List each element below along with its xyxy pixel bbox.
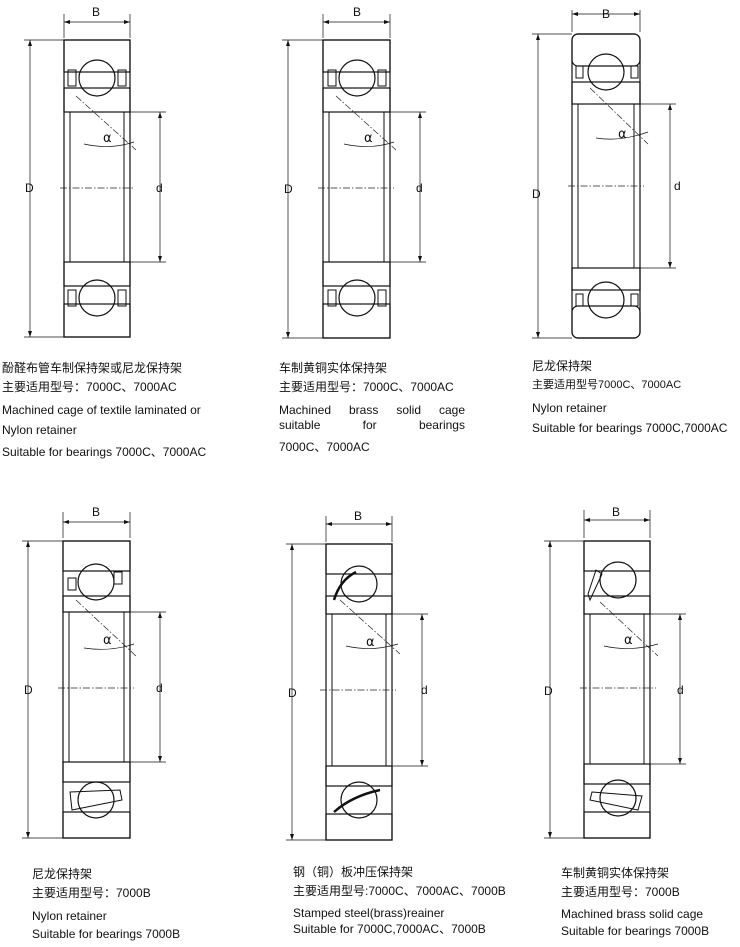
label-d: d bbox=[677, 683, 684, 697]
word: Machined bbox=[279, 403, 332, 417]
word: suitable bbox=[279, 418, 321, 432]
word: brass bbox=[349, 403, 379, 417]
caption-cn-title-6: 车制黄铜实体保持架 bbox=[561, 866, 670, 880]
caption-cn-title-1: 酚醛布管车制保持架或尼龙保持架 bbox=[2, 361, 183, 375]
caption-cn-title-2: 车制黄铜实体保持架 bbox=[279, 361, 388, 375]
label-alpha: α bbox=[103, 633, 112, 648]
caption-cn-types-3: 主要适用型号7000C、7000AC bbox=[532, 379, 682, 391]
caption-cn-title-4: 尼龙保持架 bbox=[32, 867, 93, 881]
caption-en-line1-4: Nylon retainer bbox=[32, 909, 107, 923]
caption-en-line2-1: Nylon retainer bbox=[2, 423, 77, 437]
caption-en-line3-2: 7000C、7000AC bbox=[279, 440, 370, 454]
label-D: D bbox=[24, 683, 33, 697]
caption-en-line2-4: Suitable for bearings 7000B bbox=[32, 927, 181, 941]
caption-cn-title-3: 尼龙保持架 bbox=[532, 359, 593, 373]
bearing-drawing-1: B D d α bbox=[0, 0, 200, 345]
label-alpha: α bbox=[364, 131, 373, 146]
label-b: B bbox=[92, 505, 100, 519]
label-b: B bbox=[612, 505, 620, 519]
label-D: D bbox=[288, 686, 297, 700]
caption-en-line1-3: Nylon retainer bbox=[532, 401, 607, 415]
label-alpha: α bbox=[618, 127, 627, 142]
label-d: d bbox=[156, 181, 163, 195]
bearing-drawing-3: B D d α bbox=[520, 0, 720, 345]
caption-en-line1-6: Machined brass solid cage bbox=[561, 907, 704, 921]
caption-en-line3-1: Suitable for bearings 7000C、7000AC bbox=[2, 445, 207, 459]
label-alpha: α bbox=[366, 635, 375, 650]
caption-en-line2-5: Suitable for 7000C,7000AC、7000B bbox=[293, 922, 486, 936]
bearing-drawing-5: B D d α bbox=[270, 500, 470, 845]
caption-cn-title-5: 钢（铜）板冲压保持架 bbox=[293, 865, 414, 879]
caption-en-line1-5: Stamped steel(brass)reainer bbox=[293, 906, 445, 920]
label-d: d bbox=[421, 683, 428, 697]
bearing-drawing-4: B D d α bbox=[0, 500, 200, 845]
bearing-drawing-2: B D d α bbox=[260, 0, 460, 345]
label-D: D bbox=[284, 182, 293, 196]
caption-cn-types-4: 主要适用型号：7000B bbox=[32, 886, 151, 900]
caption-cn-types-6: 主要适用型号：7000B bbox=[561, 885, 680, 899]
caption-en-words1-2: Machined brass solid cage bbox=[279, 403, 465, 418]
label-D: D bbox=[532, 187, 541, 201]
word: for bbox=[362, 418, 377, 432]
caption-cn-types-5: 主要适用型号:7000C、7000AC、7000B bbox=[293, 884, 506, 898]
caption-cn-types-2: 主要适用型号：7000C、7000AC bbox=[279, 380, 454, 394]
caption-en-words2-2: suitable for bearings bbox=[279, 418, 465, 433]
caption-cn-types-1: 主要适用型号：7000C、7000AC bbox=[2, 380, 177, 394]
label-alpha: α bbox=[624, 633, 633, 648]
caption-en-line1-1: Machined cage of textile laminated or bbox=[2, 403, 201, 417]
word: cage bbox=[438, 403, 465, 417]
label-alpha: α bbox=[103, 131, 112, 146]
caption-en-line2-6: Suitable for bearings 7000B bbox=[561, 924, 710, 938]
label-d: d bbox=[156, 681, 163, 695]
label-b: B bbox=[92, 5, 100, 19]
word: solid bbox=[396, 403, 421, 417]
label-b: B bbox=[602, 7, 610, 21]
label-d: d bbox=[674, 179, 681, 193]
label-D: D bbox=[25, 181, 34, 195]
label-D: D bbox=[544, 684, 553, 698]
caption-en-line2-3: Suitable for bearings 7000C,7000AC bbox=[532, 421, 728, 435]
word: bearings bbox=[418, 418, 465, 432]
label-d: d bbox=[416, 181, 423, 195]
label-b: B bbox=[353, 5, 361, 19]
bearing-drawing-6: B D d α bbox=[530, 500, 730, 845]
label-b: B bbox=[354, 509, 362, 523]
